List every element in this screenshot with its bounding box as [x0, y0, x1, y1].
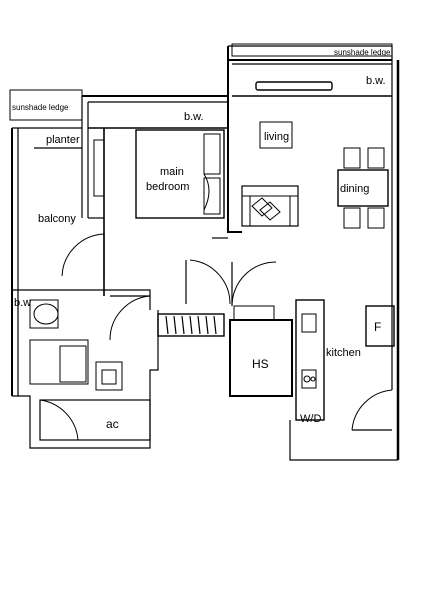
living-label-box — [259, 121, 293, 149]
living-door-swing — [231, 261, 277, 307]
sunshade-ledge-left-box — [9, 89, 83, 121]
household-shelter — [229, 305, 293, 397]
ac-label: ac — [106, 417, 119, 431]
main-bedroom-label-line1: main — [160, 166, 184, 178]
outer-walls — [11, 45, 400, 461]
sunshade-ledge-top-box — [231, 43, 393, 57]
dining-set — [337, 147, 389, 229]
bw-top-right-label: b.w. — [366, 75, 386, 87]
bed — [135, 129, 225, 219]
bedroom-door-swing — [185, 259, 231, 305]
balcony-label: balcony — [38, 213, 76, 225]
sunshade-ledge-top-label: sunshade ledge — [334, 48, 391, 57]
bw-left-label: b.w — [14, 297, 31, 309]
bathroom — [29, 295, 151, 391]
kitchen-counter — [295, 299, 325, 421]
wardrobe — [157, 313, 225, 337]
bw-bedroom-label: b.w. — [184, 111, 204, 123]
fridge-label: F — [374, 320, 381, 334]
sunshade-ledge-left-label: sunshade ledge — [12, 103, 69, 112]
fridge — [365, 305, 395, 347]
sofa — [241, 185, 299, 227]
ac-ledge — [39, 399, 151, 441]
planter-label: planter — [46, 134, 80, 146]
wd-label: W/D — [300, 413, 321, 425]
bedroom-walls — [88, 96, 229, 296]
kitchen-door-swing — [351, 389, 393, 431]
living-label: living — [264, 131, 289, 143]
bay-window-bedroom — [88, 101, 228, 129]
planter-area — [34, 139, 105, 197]
kitchen-label: kitchen — [326, 347, 361, 359]
main-bedroom-label-line2: bedroom — [146, 181, 189, 193]
dining-label: dining — [340, 183, 369, 195]
balcony-door-swing — [61, 233, 105, 278]
bay-window-living — [232, 63, 392, 97]
hs-label: HS — [252, 357, 269, 371]
